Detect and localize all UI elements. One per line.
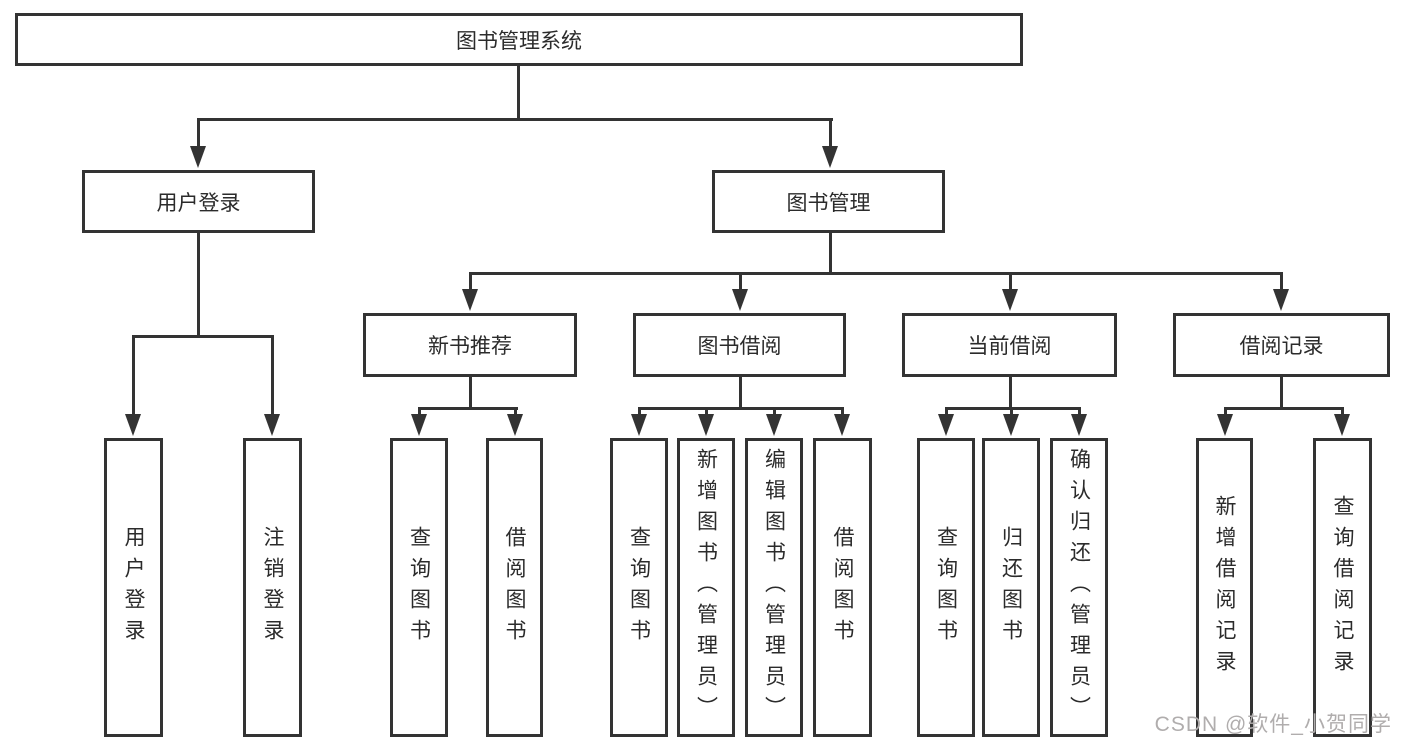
node-label: 注销登录 <box>261 525 284 650</box>
node-current-borrowing: 当前借阅 <box>902 313 1117 377</box>
connector-line <box>197 233 200 335</box>
connector-line <box>1078 407 1081 416</box>
node-label: 图书借阅 <box>697 335 782 358</box>
connector-line <box>1009 272 1012 291</box>
node-book-borrowing: 图书借阅 <box>633 313 846 377</box>
connector-line <box>841 407 844 416</box>
node-borrowing-records: 借阅记录 <box>1173 313 1390 377</box>
node-label: 用户登录 <box>156 191 241 215</box>
connector-line <box>1341 407 1344 416</box>
node-label: 查询图书 <box>407 525 431 650</box>
leaf-borrow-books-borrowing: 借阅图书 <box>813 438 872 737</box>
arrow-down <box>411 414 427 436</box>
leaf-edit-books-admin: 编辑图书（管理员） <box>745 438 803 737</box>
node-library-system: 图书管理系统 <box>15 13 1023 66</box>
node-label: 借阅图书 <box>831 525 854 650</box>
node-label: 归还图书 <box>999 525 1023 650</box>
connector-line <box>469 272 472 291</box>
connector-line <box>1280 272 1283 291</box>
arrow-down <box>766 414 782 436</box>
connector-line <box>829 118 832 148</box>
node-label: 确认归还（管理员） <box>1067 448 1091 727</box>
leaf-return-books: 归还图书 <box>982 438 1040 737</box>
connector-line <box>1224 407 1344 410</box>
arrow-down <box>698 414 714 436</box>
connector-line <box>829 233 832 272</box>
arrow-down <box>1002 289 1018 311</box>
arrow-down <box>834 414 850 436</box>
node-label: 查询图书 <box>934 525 958 650</box>
arrow-down <box>125 414 141 436</box>
node-label: 编辑图书（管理员） <box>762 448 786 727</box>
arrow-down <box>1217 414 1233 436</box>
leaf-add-books-admin: 新增图书（管理员） <box>677 438 735 737</box>
node-label: 用户登录 <box>122 525 145 650</box>
leaf-confirm-return-admin: 确认归还（管理员） <box>1050 438 1108 737</box>
arrow-down <box>822 146 838 168</box>
leaf-logout: 注销登录 <box>243 438 302 737</box>
leaf-borrow-books-recommend: 借阅图书 <box>486 438 543 737</box>
leaf-add-borrow-record: 新增借阅记录 <box>1196 438 1253 737</box>
arrow-down <box>1334 414 1350 436</box>
node-label: 新书推荐 <box>428 335 512 358</box>
node-label: 借阅记录 <box>1239 335 1324 358</box>
arrow-down <box>1071 414 1087 436</box>
node-book-management: 图书管理 <box>712 170 945 233</box>
connector-line <box>739 272 742 291</box>
connector-line <box>739 377 742 407</box>
arrow-down <box>462 289 478 311</box>
leaf-query-books-recommend: 查询图书 <box>390 438 448 737</box>
arrow-down <box>1273 289 1289 311</box>
connector-line <box>418 407 518 410</box>
leaf-query-books-current: 查询图书 <box>917 438 975 737</box>
leaf-user-login: 用户登录 <box>104 438 163 737</box>
arrow-down <box>938 414 954 436</box>
connector-line <box>945 407 1081 410</box>
connector-line <box>517 66 520 118</box>
node-label: 当前借阅 <box>967 335 1052 358</box>
connector-line <box>945 407 948 416</box>
connector-line <box>197 118 200 148</box>
connector-line <box>469 272 1283 275</box>
connector-line <box>705 407 708 416</box>
node-label: 查询借阅记录 <box>1331 494 1354 681</box>
node-user-login: 用户登录 <box>82 170 315 233</box>
node-label: 图书管理 <box>786 191 871 215</box>
node-label: 新增借阅记录 <box>1213 494 1236 681</box>
leaf-query-books-borrowing: 查询图书 <box>610 438 668 737</box>
connector-line <box>1010 407 1013 416</box>
connector-line <box>1280 377 1283 407</box>
watermark-text: CSDN @软件_小贺同学 <box>1154 713 1392 736</box>
connector-line <box>197 118 833 121</box>
connector-line <box>132 335 135 416</box>
connector-line <box>514 407 517 416</box>
connector-line <box>1009 377 1012 407</box>
node-label: 新增图书（管理员） <box>694 448 718 727</box>
arrow-down <box>732 289 748 311</box>
connector-line <box>469 377 472 407</box>
node-new-book-recommendation: 新书推荐 <box>363 313 577 377</box>
arrow-down <box>190 146 206 168</box>
node-label: 借阅图书 <box>503 525 526 650</box>
node-label: 查询图书 <box>627 525 651 650</box>
connector-line <box>132 335 274 338</box>
arrow-down <box>264 414 280 436</box>
connector-line <box>638 407 844 410</box>
arrow-down <box>631 414 647 436</box>
connector-line <box>418 407 421 416</box>
arrow-down <box>507 414 523 436</box>
connector-line <box>271 335 274 416</box>
node-label: 图书管理系统 <box>456 29 582 53</box>
leaf-query-borrow-record: 查询借阅记录 <box>1313 438 1372 737</box>
connector-line <box>1224 407 1227 416</box>
connector-line <box>773 407 776 416</box>
connector-line <box>638 407 641 416</box>
arrow-down <box>1003 414 1019 436</box>
